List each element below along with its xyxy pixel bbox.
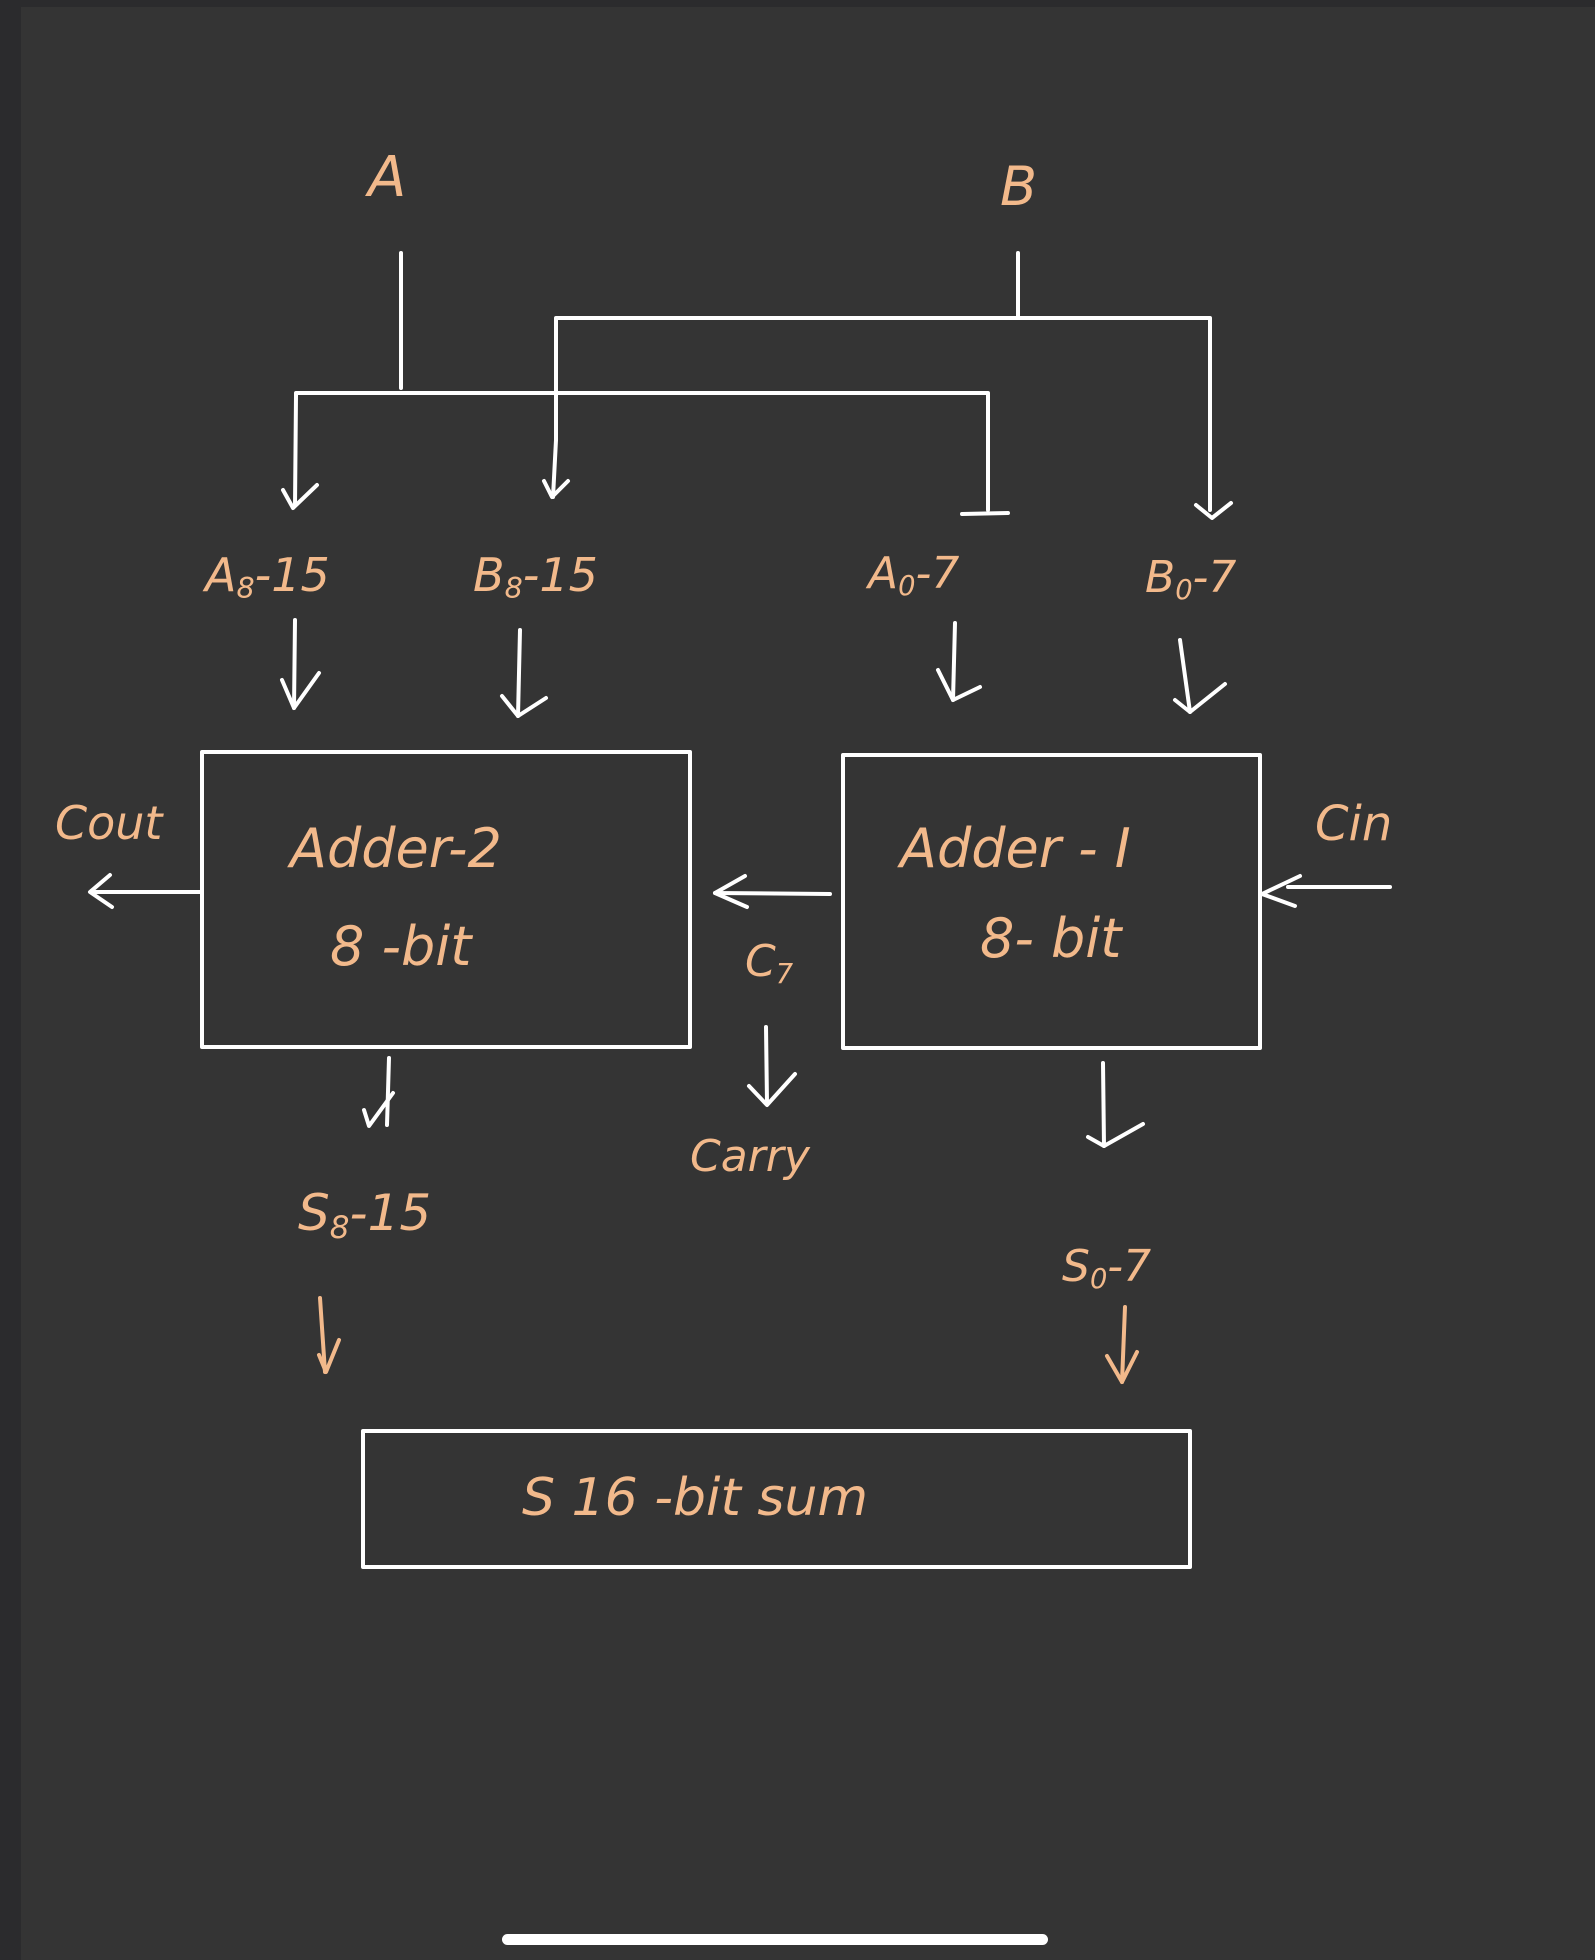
arrow-b-high-in <box>516 628 522 718</box>
arrow-a-low-in-head <box>936 668 982 702</box>
internal-carry-base: C <box>745 936 776 987</box>
sum-high-base: S <box>298 1184 330 1242</box>
wire-a-to-high <box>293 394 298 507</box>
carry-note-label: Carry <box>690 1131 810 1182</box>
label-a-high-sub: 8 <box>236 572 255 606</box>
adder-2-name: Adder-2 <box>290 817 502 880</box>
arrow-head-a-high <box>281 483 319 510</box>
sum-box[interactable] <box>361 1429 1192 1569</box>
arrow-s-low-to-sum-head <box>1105 1350 1139 1384</box>
label-a-low-sub: 0 <box>898 570 916 602</box>
label-b-high-sub: 8 <box>504 572 523 606</box>
label-a-low-range: -7 <box>915 548 960 599</box>
sum-high-range: -15 <box>349 1184 432 1242</box>
label-b-high-range: -15 <box>522 548 598 602</box>
sum-low-range: -7 <box>1107 1241 1152 1292</box>
arrow-head-b-low <box>1194 501 1233 520</box>
input-a-label: A <box>368 145 407 210</box>
label-a-high: A8-15 <box>205 552 330 604</box>
label-a-high-range: -15 <box>254 548 330 602</box>
carry-in-label: Cin <box>1315 796 1393 852</box>
adder-2-width: 8 -bit <box>330 915 472 978</box>
arrow-sum-high <box>385 1056 391 1127</box>
arrow-sum-low-head <box>1086 1122 1145 1148</box>
adder-2-box[interactable] <box>200 750 692 1049</box>
arrow-s-low-to-sum <box>1120 1305 1127 1384</box>
label-b-low-range: -7 <box>1192 552 1237 603</box>
sum-box-label: S 16 -bit sum <box>522 1468 869 1528</box>
label-b-low-sub: 0 <box>1175 574 1193 606</box>
arrow-a-low-in <box>951 621 957 702</box>
sum-high-sub: 8 <box>329 1209 350 1246</box>
arrow-carry <box>764 1025 769 1105</box>
sum-low-base: S <box>1062 1241 1090 1292</box>
drawing-canvas <box>21 7 1595 1960</box>
sum-high-label: S8-15 <box>298 1188 431 1244</box>
label-b-low: B0-7 <box>1145 556 1236 604</box>
label-a-high-base: A <box>205 548 237 602</box>
wire-b-bus <box>554 316 1212 512</box>
sum-low-label: S0-7 <box>1062 1245 1151 1293</box>
arrow-sum-low <box>1101 1061 1106 1148</box>
arrow-head-cin <box>1260 874 1302 908</box>
a-low-terminator <box>960 511 1010 516</box>
arrow-head-b-high <box>542 479 570 499</box>
arrow-b-high-in-head <box>500 694 548 718</box>
input-b-label: B <box>1000 155 1038 218</box>
arrow-head-c7 <box>713 874 749 909</box>
arrow-carry-head <box>747 1072 797 1107</box>
arrow-s-high-to-sum-head <box>317 1338 341 1374</box>
carry-out-label: Cout <box>55 796 163 850</box>
label-b-low-base: B <box>1145 552 1176 603</box>
home-indicator[interactable] <box>502 1934 1048 1945</box>
adder-1-name: Adder - I <box>900 817 1131 880</box>
label-a-low: A0-7 <box>868 552 959 600</box>
arrow-head-cout <box>88 873 114 909</box>
wire-a-bus <box>294 391 990 512</box>
wire-b-to-high <box>551 438 558 499</box>
label-b-high: B8-15 <box>473 552 598 604</box>
internal-carry-sub: 7 <box>775 958 794 990</box>
arrow-b-low-in <box>1178 638 1192 714</box>
arrow-a-high-in <box>292 618 297 710</box>
label-a-low-base: A <box>868 548 899 599</box>
arrow-sum-high-head <box>362 1091 395 1128</box>
arrow-b-low-in-head <box>1173 682 1227 714</box>
adder-1-box[interactable] <box>841 753 1262 1050</box>
label-b-high-base: B <box>473 548 505 602</box>
arrow-a-high-in-head <box>280 671 321 710</box>
wire-c7 <box>713 891 832 896</box>
adder-1-width: 8- bit <box>980 907 1122 970</box>
sum-low-sub: 0 <box>1089 1263 1108 1295</box>
internal-carry-label: C7 <box>745 940 793 988</box>
